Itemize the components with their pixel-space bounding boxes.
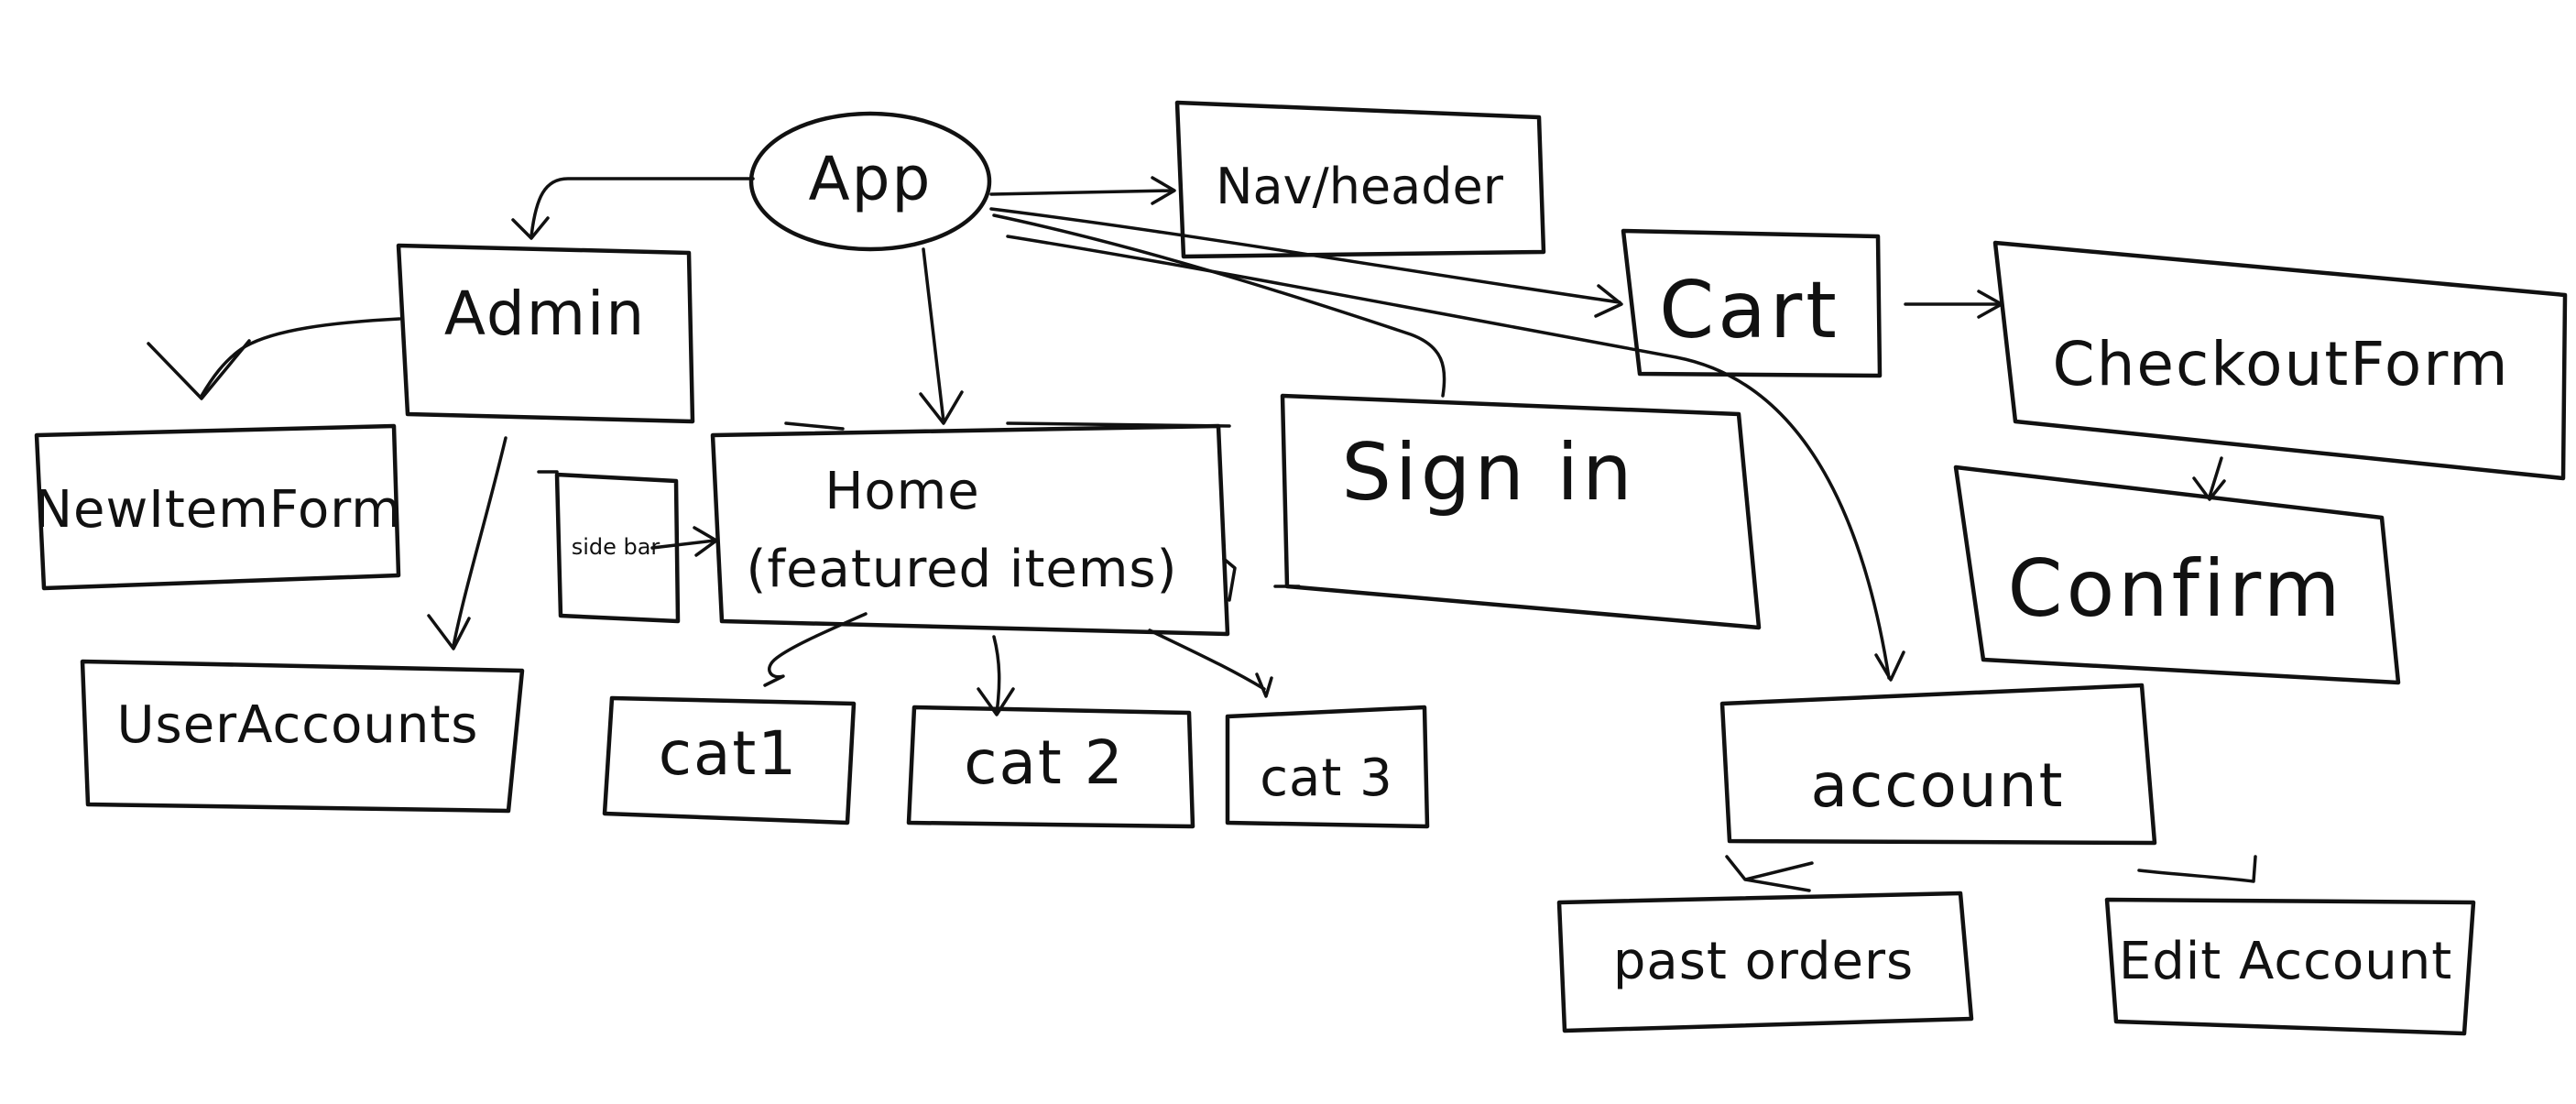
checkout-form-node	[1992, 240, 2568, 481]
arrowhead-sidebar	[693, 526, 718, 557]
app-label: App	[809, 144, 933, 214]
app-node	[748, 111, 992, 252]
cat2-node	[906, 705, 1195, 829]
home-node	[710, 423, 1230, 637]
arrowhead-cart	[1594, 284, 1623, 318]
home-label-line2: (featured items)	[747, 540, 1178, 599]
past-orders-node	[1556, 891, 1974, 1033]
new-item-form-node	[34, 423, 401, 591]
cat3-label: cat 3	[1260, 749, 1393, 808]
edge-admin-newitem	[200, 317, 401, 398]
arrowhead-account	[1874, 650, 1905, 682]
confirm-label: Confirm	[2008, 543, 2344, 635]
edge-account-edit	[2137, 855, 2257, 883]
edge-home-cat3	[1148, 629, 1266, 691]
cart-node	[1621, 228, 1883, 378]
cat2-label: cat 2	[964, 727, 1125, 798]
arrowhead-checkout	[1977, 290, 2003, 319]
arrowhead-useraccounts	[427, 614, 471, 650]
arrowhead-newitem	[147, 339, 251, 400]
cart-label: Cart	[1659, 265, 1840, 356]
sidebar-node	[554, 472, 681, 624]
edge-app-cart	[989, 207, 1621, 304]
sidebar-label: side bar	[572, 534, 660, 560]
user-accounts-node	[80, 659, 525, 814]
arrowhead-home	[919, 390, 964, 425]
edge-app-home	[922, 247, 945, 423]
arrowhead-cat3	[1255, 672, 1273, 698]
admin-node	[396, 243, 695, 424]
home-label-line1: Home	[824, 462, 979, 521]
edge-admin-useraccounts	[452, 436, 508, 648]
nav-header-node	[1174, 100, 1546, 259]
arrowhead-confirm	[2192, 476, 2226, 501]
new-item-form-label: NewItemForm	[34, 480, 402, 540]
cat1-node	[602, 695, 857, 825]
edit-account-node	[2104, 897, 2476, 1036]
sign-in-node	[1280, 393, 1762, 630]
edge-app-admin	[529, 177, 755, 238]
edge-home-cat2	[992, 635, 1001, 715]
account-label: account	[1811, 750, 2065, 821]
edge-account-pastorders	[1725, 855, 1814, 892]
arrowhead-cat2	[977, 687, 1015, 716]
arrowhead-admin	[511, 216, 550, 240]
edge-app-nav	[989, 189, 1174, 196]
arrowhead-nav	[1151, 176, 1176, 205]
edge-sidebar-home	[650, 539, 716, 550]
admin-label: Admin	[444, 279, 646, 349]
edit-account-label: Edit Account	[2119, 932, 2452, 991]
confirm-node	[1953, 465, 2401, 685]
account-node	[1719, 683, 2157, 846]
stray-stroke-d	[1222, 557, 1237, 602]
edge-checkout-confirm	[2208, 456, 2223, 498]
edge-home-cat1	[763, 612, 868, 687]
user-accounts-label: UserAccounts	[117, 695, 479, 755]
stray-stroke-b	[1006, 421, 1231, 428]
nav-header-label: Nav/header	[1216, 158, 1504, 215]
sign-in-label: Sign in	[1341, 427, 1635, 519]
checkout-form-label: CheckoutForm	[2052, 329, 2509, 399]
past-orders-label: past orders	[1613, 932, 1914, 991]
edge-app-signin	[992, 213, 1446, 398]
cat3-node	[1225, 705, 1430, 829]
edge-app-account	[1006, 235, 1891, 680]
cat1-label: cat1	[659, 718, 799, 789]
stray-stroke-a	[784, 421, 845, 431]
